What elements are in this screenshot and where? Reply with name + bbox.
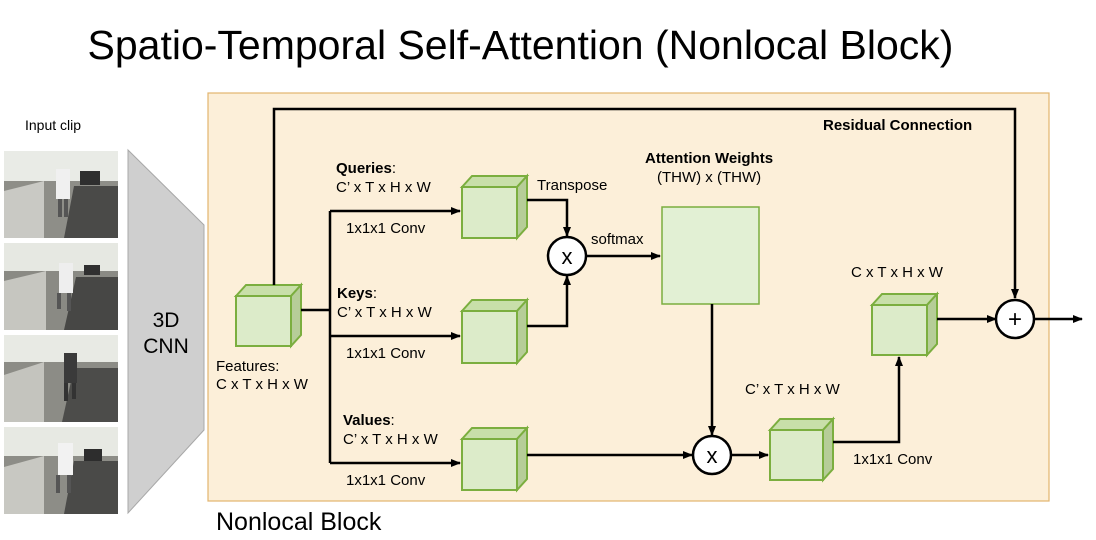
input-frame-1 — [4, 151, 118, 238]
input-frame-3 — [4, 335, 118, 422]
page-title: Spatio-Temporal Self-Attention (Nonlocal… — [87, 22, 954, 68]
add-symbol: + — [1008, 306, 1022, 333]
attention-weights-dims: (THW) x (THW) — [657, 169, 762, 186]
cnn-label: 3D CNN — [128, 308, 204, 360]
queries-dims: C’ x T x H x W — [336, 179, 431, 196]
softmax-label: softmax — [591, 231, 644, 248]
output-conv-label: 1x1x1 Conv — [853, 451, 933, 468]
values-cube — [459, 425, 530, 493]
output-dims: C x T x H x W — [851, 264, 943, 281]
keys-colon: : — [372, 285, 378, 302]
weighted-values-cube — [767, 416, 836, 483]
features-label: Features: — [216, 358, 280, 375]
add-operator: + — [994, 298, 1036, 340]
queries-cube — [459, 173, 530, 241]
multiply-symbol-1: x — [562, 244, 573, 269]
nonlocal-block-caption: Nonlocal Block — [216, 508, 382, 536]
values-conv-label: 1x1x1 Conv — [346, 472, 426, 489]
queries-heading: Queries: — [336, 160, 396, 177]
queries-colon: : — [391, 160, 397, 177]
attention-weights-matrix — [661, 206, 760, 305]
cnn-label-line2: CNN — [143, 335, 189, 358]
values-heading: Values: — [343, 412, 395, 429]
multiply-operator-2: x — [691, 434, 733, 476]
keys-heading: Keys: — [337, 285, 377, 302]
multiply-symbol-2: x — [707, 443, 718, 468]
keys-conv-label: 1x1x1 Conv — [346, 345, 426, 362]
keys-label: Keys — [337, 285, 373, 302]
multiply-operator-1: x — [546, 235, 588, 277]
queries-label: Queries — [336, 160, 392, 177]
input-frame-4 — [4, 427, 118, 514]
values-colon: : — [390, 412, 395, 429]
cnn-label-line1: 3D — [152, 309, 180, 332]
input-frame-2 — [4, 243, 118, 330]
output-cube — [869, 291, 940, 358]
values-dims: C’ x T x H x W — [343, 431, 438, 448]
queries-transpose-arrow — [527, 198, 571, 237]
cnn-trapezoid — [127, 148, 205, 515]
features-cube — [233, 282, 304, 349]
keys-arrow — [527, 275, 571, 328]
values-label: Values — [343, 412, 391, 429]
weighted-values-dims: C’ x T x H x W — [745, 381, 840, 398]
attention-weights-title: Attention Weights — [645, 150, 774, 167]
residual-connection-label: Residual Connection — [823, 117, 973, 134]
residual-connection-path — [272, 107, 1019, 299]
features-dims: C x T x H x W — [216, 376, 308, 393]
transpose-label: Transpose — [537, 177, 608, 194]
input-clip-label: Input clip — [25, 117, 82, 133]
queries-conv-label: 1x1x1 Conv — [346, 220, 426, 237]
keys-cube — [459, 297, 530, 366]
keys-dims: C’ x T x H x W — [337, 304, 432, 321]
conv-to-output-arrow — [833, 356, 903, 444]
